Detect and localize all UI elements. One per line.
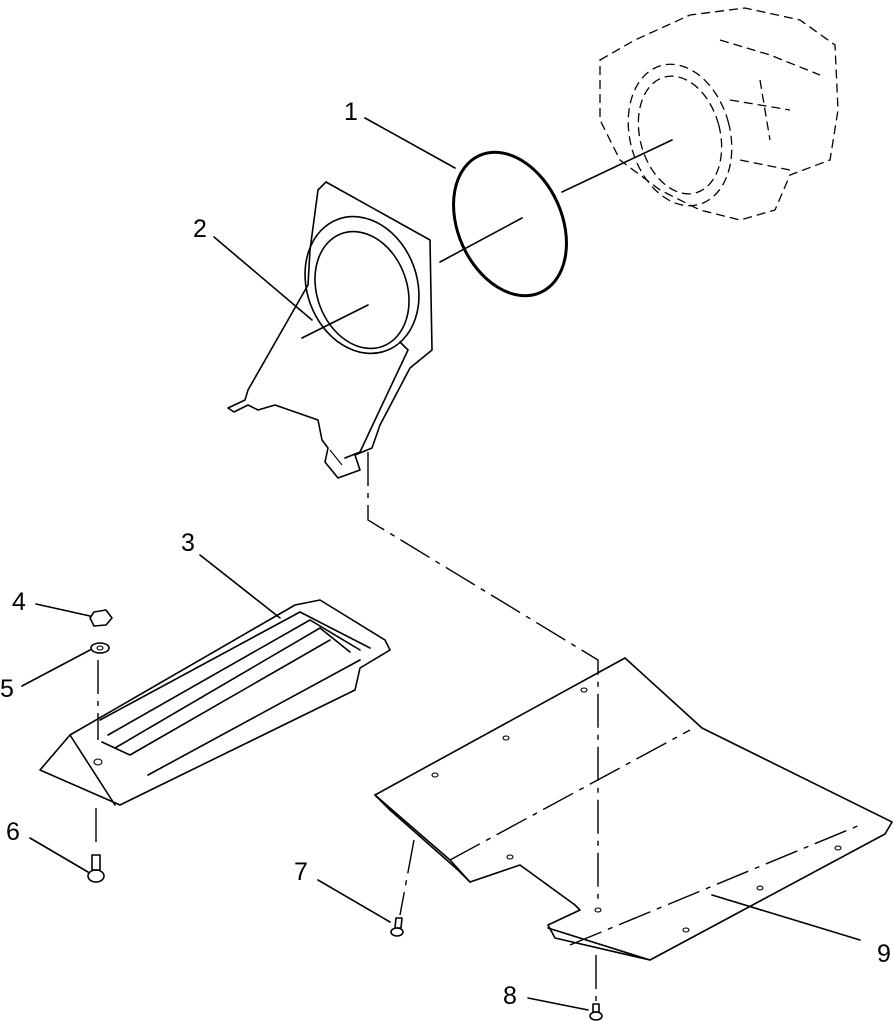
callout-9: 9	[877, 940, 891, 968]
callout-2: 2	[193, 215, 207, 243]
ride-plate	[39, 599, 391, 806]
hardware-nut-washer-bolt	[87, 609, 113, 883]
callout-5: 5	[0, 675, 14, 703]
screws	[390, 839, 603, 1021]
callout-3: 3	[181, 529, 195, 557]
leader-lines	[21, 117, 861, 1011]
callout-7: 7	[294, 858, 308, 886]
adapter-plate	[227, 181, 433, 479]
bottom-plate	[374, 657, 893, 961]
seal-ring	[452, 150, 568, 298]
callout-8: 8	[503, 982, 517, 1010]
callout-1: 1	[344, 98, 358, 126]
callout-4: 4	[12, 588, 26, 616]
pump-housing	[599, 7, 839, 221]
callout-6: 6	[6, 818, 20, 846]
